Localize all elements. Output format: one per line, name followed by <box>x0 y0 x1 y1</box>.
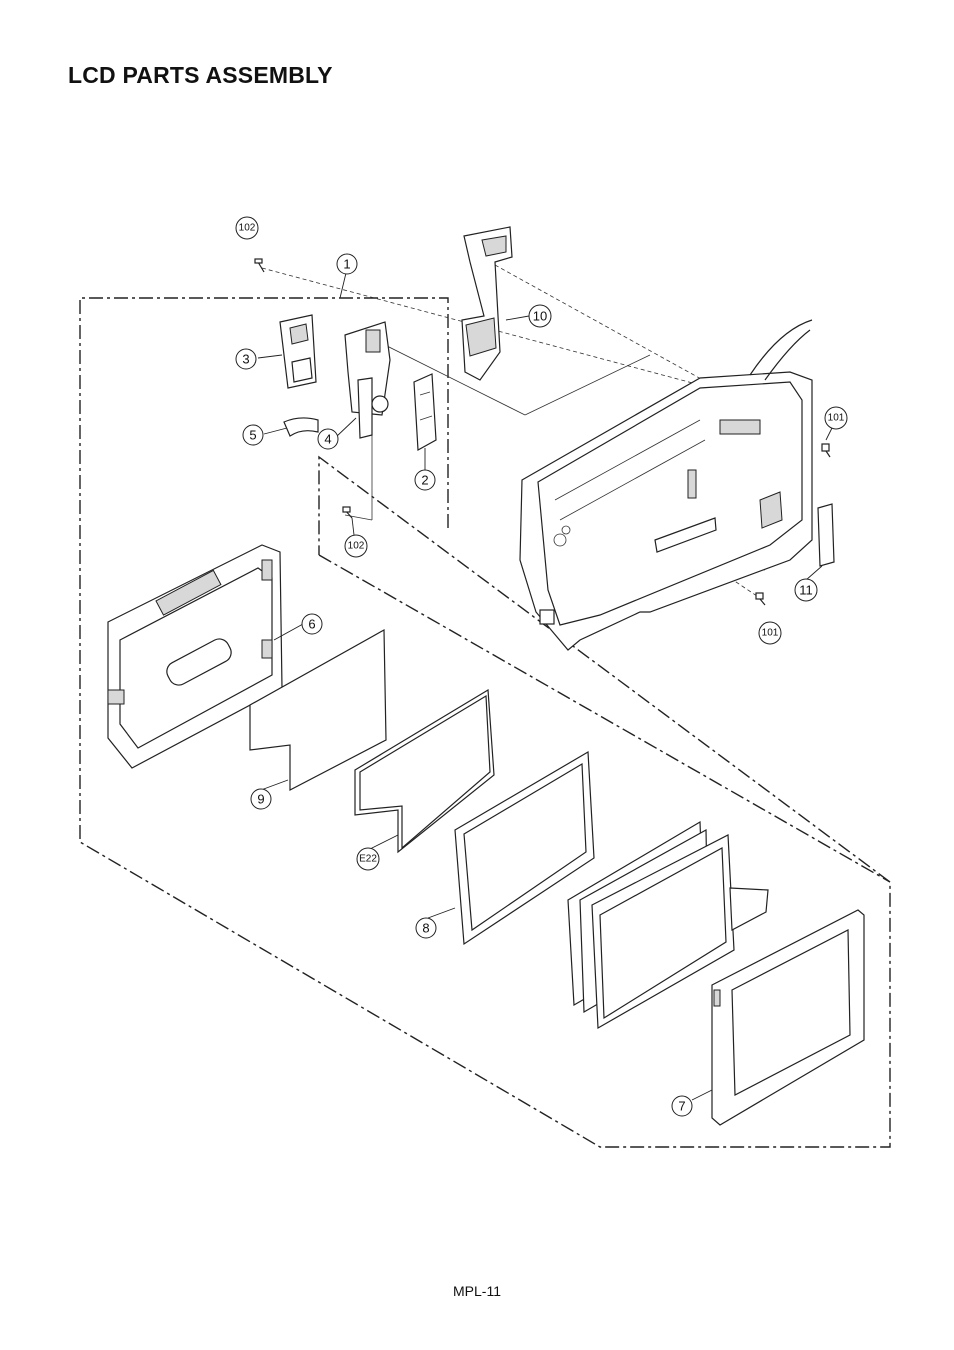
guide-line <box>524 354 651 416</box>
part-9-sheet <box>249 628 387 791</box>
part-8-frame <box>454 750 595 946</box>
svg-text:11: 11 <box>799 583 813 598</box>
svg-text:E22: E22 <box>359 854 377 865</box>
callout-3: 3 <box>235 348 257 370</box>
svg-text:101: 101 <box>828 413 845 424</box>
callout-1: 1 <box>336 253 358 275</box>
part-5-cushion <box>283 417 319 437</box>
callout-4: 4 <box>317 428 339 450</box>
svg-text:8: 8 <box>422 921 429 936</box>
callout-2: 2 <box>414 469 436 491</box>
svg-text:9: 9 <box>257 792 264 807</box>
part-2-cover <box>413 373 437 451</box>
callout-11: 11 <box>794 578 818 602</box>
callout-8: 8 <box>415 917 437 939</box>
callout-102-top: 102 <box>235 216 259 240</box>
svg-text:7: 7 <box>678 1099 685 1114</box>
svg-text:3: 3 <box>242 352 249 367</box>
svg-text:5: 5 <box>249 428 256 443</box>
callout-5: 5 <box>242 424 264 446</box>
guide-line <box>729 577 761 599</box>
screw-102-bottom <box>342 506 353 519</box>
callout-7: 7 <box>671 1095 693 1117</box>
svg-text:1: 1 <box>343 257 350 272</box>
callout-102-bottom: 102 <box>344 534 368 558</box>
svg-text:102: 102 <box>239 223 256 234</box>
assembly-boundary-link <box>318 554 891 883</box>
page-title: LCD PARTS ASSEMBLY <box>68 62 333 88</box>
e22-circuit-board <box>354 688 495 854</box>
camera-body-frame <box>519 319 813 651</box>
part-3-bracket <box>279 314 317 389</box>
svg-text:101: 101 <box>762 628 779 639</box>
part-7-front-bezel <box>711 909 865 1126</box>
part-4-hinge <box>344 321 391 439</box>
screw-101-right <box>821 443 831 458</box>
part-6-rear-case <box>107 544 283 769</box>
svg-text:6: 6 <box>308 617 315 632</box>
callout-101-right: 101 <box>824 406 848 430</box>
lcd-panel-layers <box>567 820 769 1030</box>
svg-text:2: 2 <box>421 473 428 488</box>
guide-line <box>494 264 713 386</box>
screw-102-top <box>254 258 265 273</box>
callout-10: 10 <box>528 304 552 328</box>
leader-lines <box>257 272 837 1101</box>
svg-text:4: 4 <box>324 432 331 447</box>
callout-e22: E22 <box>356 847 380 871</box>
assembly-boundary <box>79 297 891 1148</box>
svg-text:102: 102 <box>348 541 365 552</box>
page-number: MPL-11 <box>453 1283 501 1299</box>
guide-line <box>374 339 526 416</box>
screw-101-bottom <box>755 592 766 606</box>
part-10-arm-cover <box>461 226 513 381</box>
part-11-block <box>817 503 835 567</box>
guide-line <box>344 514 373 521</box>
svg-text:10: 10 <box>533 309 547 324</box>
callout-101-bottom: 101 <box>758 621 782 645</box>
callout-6: 6 <box>301 613 323 635</box>
callout-9: 9 <box>250 788 272 810</box>
